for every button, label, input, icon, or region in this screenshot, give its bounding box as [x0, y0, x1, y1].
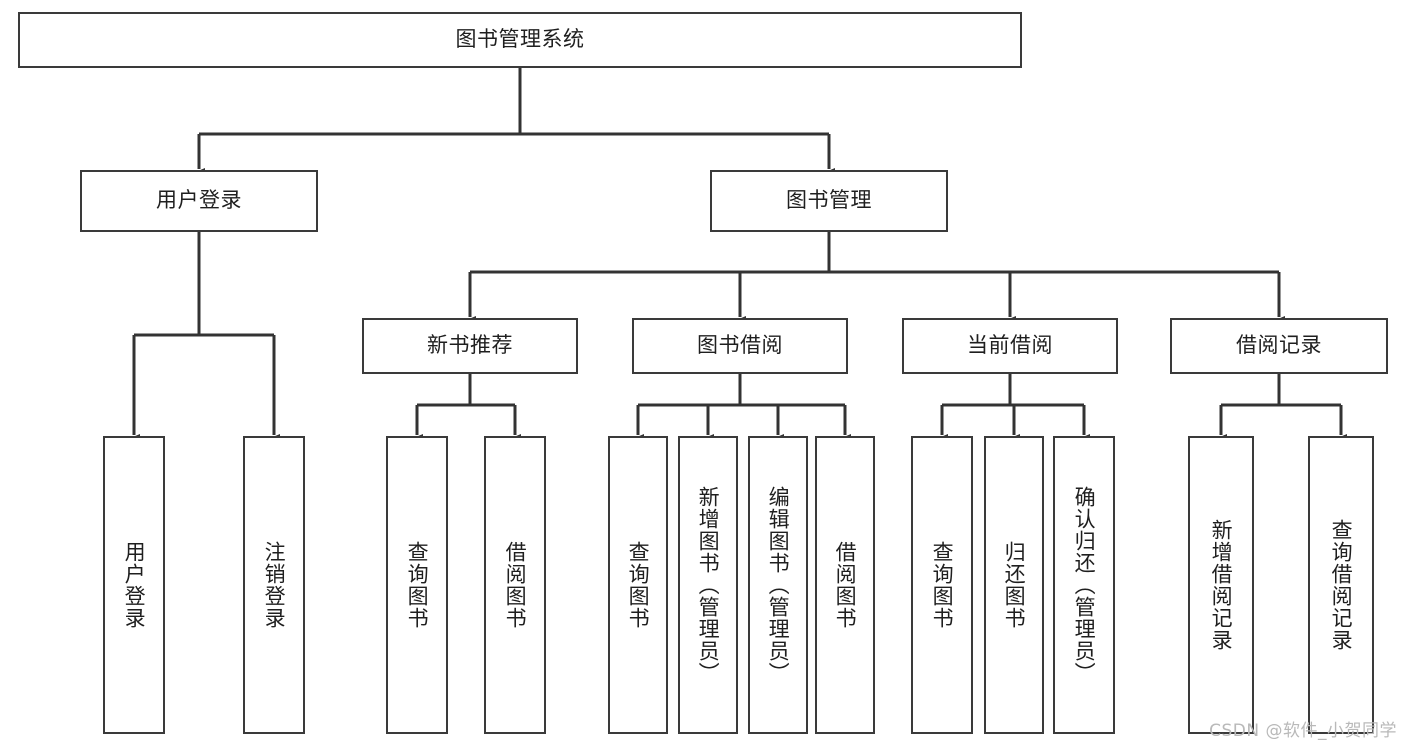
node-book-borrow[interactable]: 图书借阅	[632, 318, 848, 374]
node-label: 借阅记录	[1236, 333, 1322, 358]
node-label: 新增借阅记录	[1209, 519, 1234, 651]
node-label: 归还图书	[1002, 541, 1027, 629]
node-leaf-borrow-book-2[interactable]: 借阅图书	[815, 436, 875, 734]
node-leaf-edit-book[interactable]: 编辑图书（管理员）	[748, 436, 808, 734]
node-label: 图书借阅	[697, 333, 783, 358]
node-label: 用户登录	[156, 188, 242, 213]
node-root[interactable]: 图书管理系统	[18, 12, 1022, 68]
watermark-text: CSDN @软件_小贺同学	[1209, 721, 1397, 741]
node-label: 查询图书	[626, 541, 651, 629]
node-leaf-query-book-3[interactable]: 查询图书	[911, 436, 973, 734]
node-book-manage[interactable]: 图书管理	[710, 170, 948, 232]
node-leaf-user-login[interactable]: 用户登录	[103, 436, 165, 734]
node-label: 确认归还（管理员）	[1072, 486, 1097, 684]
node-label: 用户登录	[122, 541, 147, 629]
node-leaf-confirm-return[interactable]: 确认归还（管理员）	[1053, 436, 1115, 734]
node-label: 借阅图书	[503, 541, 528, 629]
node-label: 图书管理系统	[455, 27, 585, 52]
node-leaf-borrow-book-1[interactable]: 借阅图书	[484, 436, 546, 734]
node-leaf-user-logout[interactable]: 注销登录	[243, 436, 305, 734]
node-label: 编辑图书（管理员）	[766, 486, 791, 684]
node-leaf-query-book-2[interactable]: 查询图书	[608, 436, 668, 734]
node-leaf-return-book[interactable]: 归还图书	[984, 436, 1044, 734]
node-leaf-add-record[interactable]: 新增借阅记录	[1188, 436, 1254, 734]
node-label: 查询图书	[405, 541, 430, 629]
node-label: 借阅图书	[833, 541, 858, 629]
node-label: 当前借阅	[967, 333, 1053, 358]
node-label: 新增图书（管理员）	[696, 486, 721, 684]
node-label: 查询借阅记录	[1329, 519, 1354, 651]
node-new-book-rec[interactable]: 新书推荐	[362, 318, 578, 374]
node-leaf-query-book-1[interactable]: 查询图书	[386, 436, 448, 734]
node-label: 注销登录	[262, 541, 287, 629]
node-label: 新书推荐	[427, 333, 513, 358]
node-leaf-query-record[interactable]: 查询借阅记录	[1308, 436, 1374, 734]
node-current-borrow[interactable]: 当前借阅	[902, 318, 1118, 374]
node-label: 图书管理	[786, 188, 872, 213]
node-label: 查询图书	[930, 541, 955, 629]
node-borrow-record[interactable]: 借阅记录	[1170, 318, 1388, 374]
node-user-login[interactable]: 用户登录	[80, 170, 318, 232]
node-leaf-add-book[interactable]: 新增图书（管理员）	[678, 436, 738, 734]
